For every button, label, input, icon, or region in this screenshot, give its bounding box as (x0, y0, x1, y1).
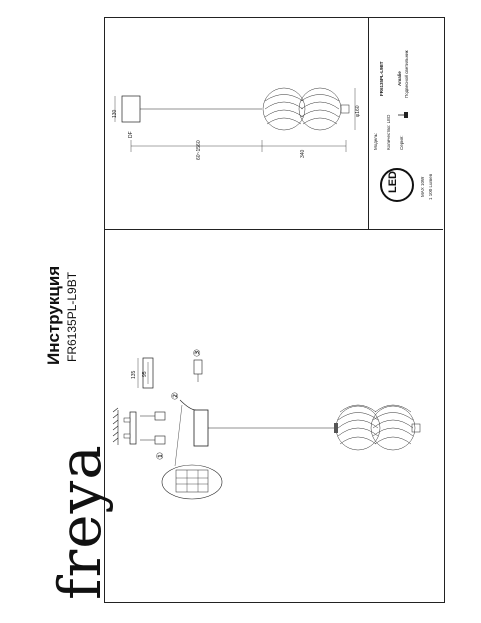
spec-model-label: Модель: (373, 132, 378, 150)
dim-ball-diameter: φ160 (355, 105, 361, 117)
dim-adjust-length: 60~1560 (196, 140, 202, 160)
canopy-step (142, 357, 154, 389)
canopy (121, 95, 141, 123)
dim-canopy-tag: DF (128, 131, 134, 138)
terminal-magnifier (161, 464, 223, 500)
spec-series-value: Amalie (397, 71, 402, 86)
panel-divider (104, 229, 443, 230)
spec-lamp-label: Количество: LED (386, 114, 391, 150)
spec-max-power: MAX 10W (420, 176, 425, 197)
spec-divider (368, 17, 369, 229)
spec-model-value: FR6135PL-L9BT (379, 61, 384, 96)
led-badge (380, 168, 414, 202)
led-badge-text: LED (387, 171, 399, 193)
spec-type-value: Подвесной светильник (404, 50, 409, 98)
hanging-lamp-icon (398, 110, 408, 120)
mounting-bracket (129, 411, 137, 445)
dim-canopy-height: 130 (112, 109, 118, 118)
spec-lumen: 1 100 Lumen (428, 173, 433, 200)
dim-shade-length: 340 (300, 149, 306, 158)
page-frame (104, 17, 445, 603)
sphere-pair (262, 87, 342, 131)
ceiling-hatch (112, 407, 119, 445)
spec-series-label: Серия: (399, 135, 404, 150)
